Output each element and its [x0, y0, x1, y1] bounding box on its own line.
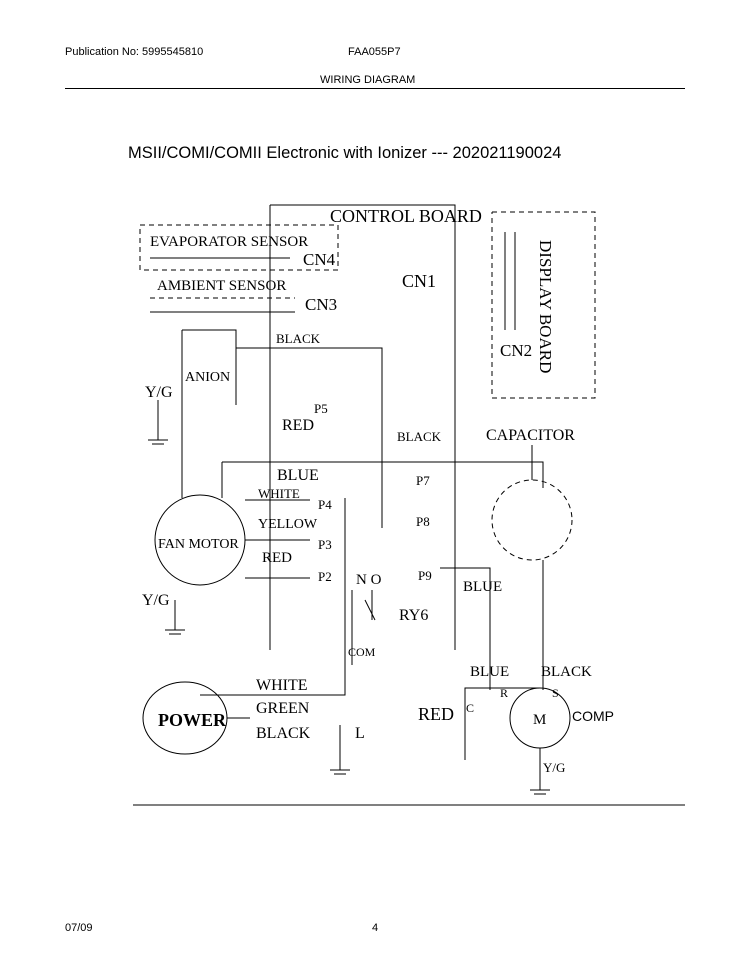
yg-label-2: Y/G: [142, 592, 170, 609]
no-label: N O: [356, 572, 382, 588]
p3-label: P3: [318, 537, 332, 552]
black-label-2: BLACK: [397, 429, 442, 444]
publication-number: Publication No: 5995545810: [65, 46, 204, 58]
yg-label-3: Y/G: [543, 760, 565, 775]
page-number: 4: [372, 922, 379, 934]
display-board-box: [491, 211, 596, 399]
ry6-label: RY6: [399, 607, 428, 624]
p9-label: P9: [418, 568, 432, 583]
model-number: FAA055P7: [348, 46, 401, 58]
blue-comp-label: BLUE: [470, 664, 509, 680]
blue-p9-label: BLUE: [463, 579, 502, 595]
header-divider: [65, 88, 685, 89]
display-board-label: DISPLAY BOARD: [536, 240, 555, 373]
p4-label: P4: [318, 497, 332, 512]
relay-contact: [364, 599, 376, 621]
l-label: L: [355, 725, 365, 742]
p2-label: P2: [318, 569, 332, 584]
capacitor-label: CAPACITOR: [486, 427, 575, 444]
evaporator-sensor-label: EVAPORATOR SENSOR: [150, 234, 308, 250]
comp-label: COMP: [572, 708, 614, 724]
ground-icon-1: [148, 439, 168, 445]
ground-icon-4: [530, 789, 550, 795]
p5-label: P5: [314, 401, 328, 416]
black-wire: [236, 347, 383, 528]
ground-icon-2: [165, 629, 185, 635]
evaporator-sensor-box: [139, 224, 339, 271]
yellow-label: YELLOW: [258, 517, 318, 532]
ambient-sensor-label: AMBIENT SENSOR: [157, 278, 286, 294]
white-power-wire: [200, 498, 346, 696]
control-board-label: CONTROL BOARD: [330, 206, 482, 226]
red-p5-label: RED: [282, 417, 314, 434]
comp-c-label: C: [466, 701, 474, 715]
anion-label: ANION: [185, 370, 230, 385]
comp-s-label: S: [552, 686, 559, 700]
footer-date: 07/09: [65, 922, 93, 934]
blue-wire-top: [222, 461, 544, 488]
capacitor-symbol: [491, 479, 573, 561]
ground-icon-3: [330, 769, 350, 775]
cn3-label: CN3: [305, 295, 337, 314]
diagram-title: MSII/COMI/COMII Electronic with Ionizer …: [128, 144, 562, 162]
anion-box: [182, 329, 237, 405]
white-wire-label: WHITE: [258, 486, 300, 501]
red-p2-label: RED: [262, 550, 292, 566]
black-power-label: BLACK: [256, 725, 311, 742]
red-comp-label: RED: [418, 704, 454, 724]
comp-m-label: M: [533, 712, 546, 728]
control-board-outline: [270, 204, 456, 650]
green-label: GREEN: [256, 700, 310, 717]
p7-label: P7: [416, 473, 430, 488]
comp-r-label: R: [500, 686, 508, 700]
cn2-label: CN2: [500, 341, 532, 360]
cn1-label: CN1: [402, 271, 436, 291]
yg-label-1: Y/G: [145, 384, 173, 401]
blue-top-label: BLUE: [277, 467, 319, 484]
p8-label: P8: [416, 514, 430, 529]
black-wire-label: BLACK: [276, 331, 321, 346]
cn4-label: CN4: [303, 250, 336, 269]
power-label: POWER: [158, 710, 227, 730]
white-power-label: WHITE: [256, 677, 308, 694]
section-title: WIRING DIAGRAM: [320, 74, 416, 86]
blue-p9-wire: [440, 567, 491, 690]
com-label: COM: [348, 645, 376, 659]
blue-comp-wire: [464, 687, 540, 760]
fan-motor-label: FAN MOTOR: [158, 537, 239, 552]
black-comp-label: BLACK: [541, 664, 592, 680]
